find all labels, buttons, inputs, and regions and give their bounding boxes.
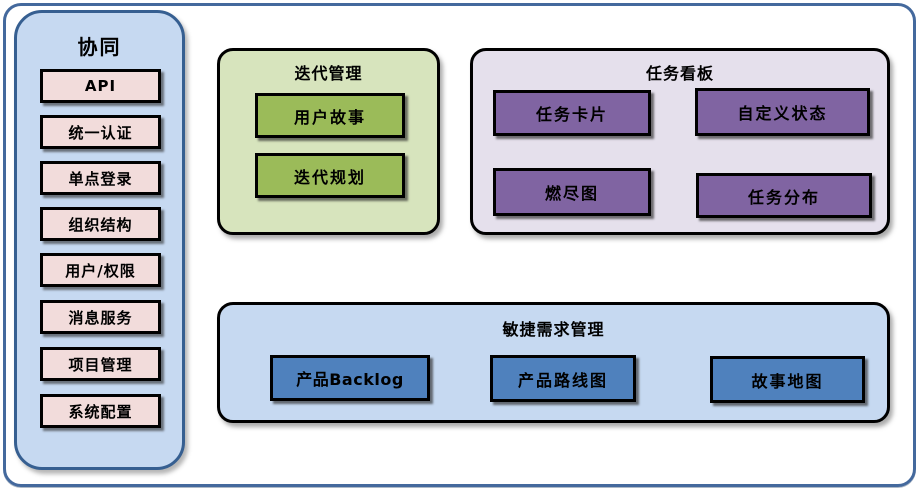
item-custom-status: 自定义状态 <box>695 88 870 136</box>
sidebar-item-message-svc: 消息服务 <box>40 300 161 334</box>
item-user-story: 用户故事 <box>255 93 405 138</box>
sidebar-item-user-perms: 用户/权限 <box>40 253 161 287</box>
item-burndown-chart: 燃尽图 <box>493 168 651 216</box>
sidebar-item-system-config: 系统配置 <box>40 394 161 428</box>
sidebar-item-org-structure: 组织结构 <box>40 207 161 241</box>
group-task-board: 任务看板 任务卡片 自定义状态 燃尽图 任务分布 <box>470 48 890 235</box>
item-product-roadmap: 产品路线图 <box>490 355 636 402</box>
group-requirements-title: 敏捷需求管理 <box>502 320 605 339</box>
sidebar-title: 协同 <box>77 35 122 59</box>
sidebar-item-api: API <box>40 69 161 103</box>
item-product-backlog: 产品Backlog <box>270 355 430 401</box>
item-story-map: 故事地图 <box>710 356 865 403</box>
group-iteration-title: 迭代管理 <box>294 64 363 83</box>
sidebar-collaboration: 协同 API 统一认证 单点登录 组织结构 用户/权限 消息服务 项目管理 系统… <box>14 10 185 470</box>
sidebar-item-sso: 单点登录 <box>40 161 161 195</box>
item-task-distribution: 任务分布 <box>696 173 872 218</box>
sidebar-item-unified-auth: 统一认证 <box>40 115 161 149</box>
item-iteration-planning: 迭代规划 <box>255 153 405 198</box>
outer-frame <box>3 3 916 487</box>
item-task-card: 任务卡片 <box>493 90 651 136</box>
group-taskboard-title: 任务看板 <box>645 64 714 83</box>
group-iteration-management: 迭代管理 用户故事 迭代规划 <box>217 48 440 235</box>
group-agile-requirements: 敏捷需求管理 产品Backlog 产品路线图 故事地图 <box>217 302 890 423</box>
sidebar-item-project-mgmt: 项目管理 <box>40 347 161 381</box>
